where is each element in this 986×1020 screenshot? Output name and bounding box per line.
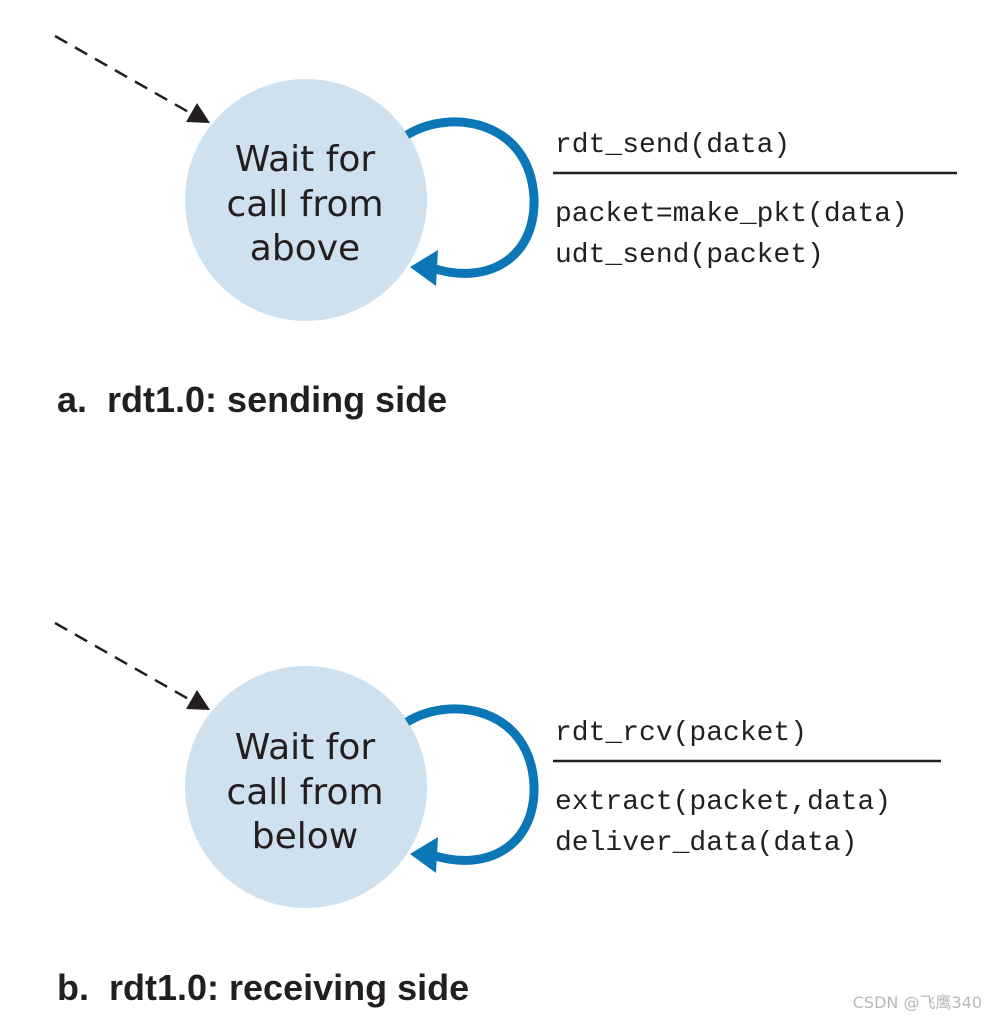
state-label-line-1: Wait for xyxy=(235,139,376,180)
state-wait-for-call-from-below xyxy=(185,666,427,908)
state-wait-for-call-from-above xyxy=(185,79,427,321)
diagram-caption: a. rdt1.0: sending side xyxy=(57,379,447,420)
watermark: CSDN @飞鹰340 xyxy=(853,993,982,1012)
transition-action-1: extract(packet,data) xyxy=(555,787,891,818)
self-loop-arrowhead xyxy=(410,250,438,286)
initial-arrowhead xyxy=(186,690,210,710)
receiving-side-fsm: Wait for call from below rdt_rcv(packet)… xyxy=(54,621,941,1008)
transition-action-2: deliver_data(data) xyxy=(555,828,857,859)
transition-event: rdt_send(data) xyxy=(555,130,790,161)
state-label-line-1: Wait for xyxy=(235,727,376,768)
transition-action-1: packet=make_pkt(data) xyxy=(555,199,908,230)
transition-action-2: udt_send(packet) xyxy=(555,240,824,271)
state-label-line-2: call from xyxy=(226,184,383,225)
diagram-caption: b. rdt1.0: receiving side xyxy=(57,967,469,1008)
self-loop-arrow xyxy=(404,117,539,278)
sending-side-fsm: Wait for call from above rdt_send(data) … xyxy=(54,34,957,420)
self-loop-arrowhead xyxy=(410,837,438,873)
initial-arrowhead xyxy=(186,103,210,123)
self-loop-arrow xyxy=(404,704,539,865)
state-label-line-3: below xyxy=(252,816,358,857)
state-label-line-2: call from xyxy=(226,772,383,813)
state-label-line-3: above xyxy=(250,228,360,269)
initial-state-arrow xyxy=(54,34,193,116)
initial-state-arrow xyxy=(54,621,193,703)
transition-event: rdt_rcv(packet) xyxy=(555,718,807,749)
